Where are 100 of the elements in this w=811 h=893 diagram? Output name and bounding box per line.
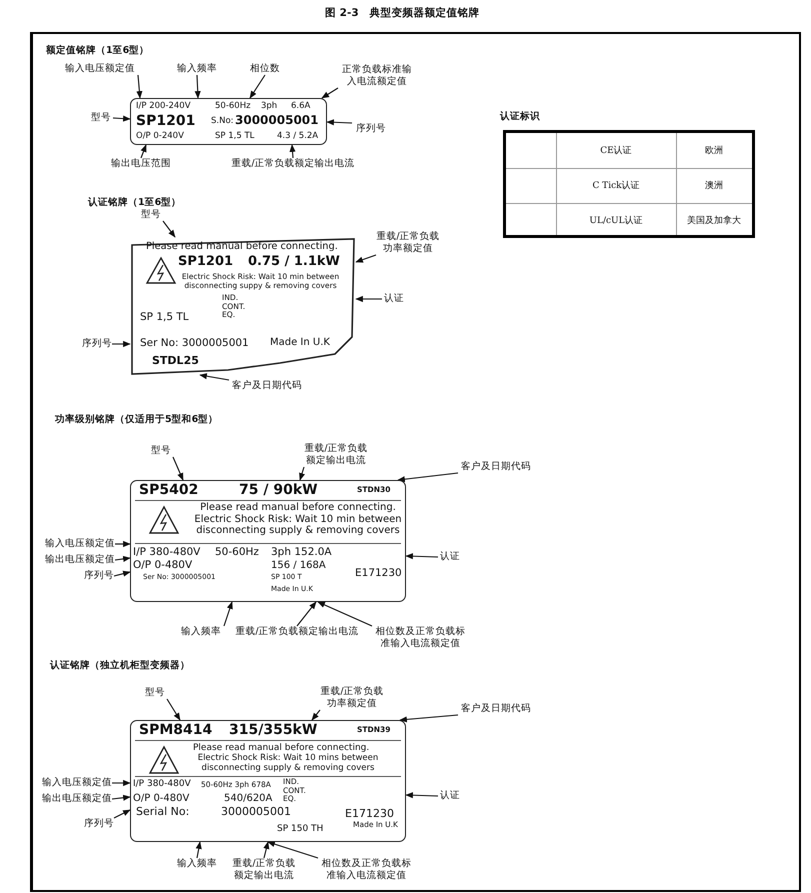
plate-text: 0.75 / 1.1kW xyxy=(248,255,340,270)
plate-text: 75 / 90kW xyxy=(239,482,318,498)
figure-title: 图 2-3 典型变频器额定值铭牌 xyxy=(325,6,480,20)
plate-text: Ser No: 3000005001 xyxy=(140,337,249,350)
arrow xyxy=(115,540,131,548)
arrow xyxy=(166,698,180,721)
table-cell-text: 澳洲 xyxy=(704,180,724,192)
arrow xyxy=(355,254,376,263)
plate-text: Please read manual before connecting. Electric Shock Risk: Wait 10 min between disconnecting supply & removing covers xyxy=(193,502,403,536)
plate-text: Made In U.K xyxy=(270,337,330,348)
callout-label: 输入频率 xyxy=(178,626,224,638)
arrow xyxy=(321,88,338,98)
arrow xyxy=(299,466,305,481)
plate-text: 3000005001 xyxy=(221,806,291,819)
callout-label: 重载/正常负载额定输出电流 xyxy=(232,626,362,638)
plate-text: E171230 xyxy=(345,808,394,821)
arrow xyxy=(112,780,131,786)
callout-label: 认证 xyxy=(438,551,462,563)
arrow xyxy=(114,556,131,562)
arrow xyxy=(199,373,230,381)
plate-text: S.No: xyxy=(211,117,234,127)
section-heading: 认证铭牌（独立机柜型变频器） xyxy=(50,659,190,672)
callout-label: 重载/正常负载功率额定值 xyxy=(320,686,384,710)
callout-label: 认证 xyxy=(438,790,462,802)
callout-label: 输出电压范围 xyxy=(108,158,174,170)
plate-text: I/P 380-480V xyxy=(133,779,191,790)
nameplate xyxy=(130,98,327,145)
callout-label: 型号 xyxy=(89,112,113,124)
table-cell-text: UL/cUL认证 xyxy=(588,214,644,227)
arrow xyxy=(172,456,184,481)
callout-label: 重载/正常负载额定输出电流 xyxy=(228,158,358,170)
arrow xyxy=(136,74,142,99)
callout-label: 型号 xyxy=(143,687,167,699)
callout-label: 输入电压额定值 xyxy=(45,538,115,550)
callout-label: 客户及日期代码 xyxy=(458,703,534,715)
plate-text: Serial No: xyxy=(136,806,190,819)
callout-label: 序列号 xyxy=(84,818,114,830)
arrow xyxy=(355,296,382,302)
arrow xyxy=(250,74,266,99)
callout-label: 输入频率 xyxy=(174,63,220,75)
arrow xyxy=(296,601,316,626)
section-heading: 功率级别铭牌（仅适用于5型和6型） xyxy=(55,413,218,426)
callout-label: 相位数及正常负载标准输入电流额定值 xyxy=(318,858,415,882)
plate-text: 3ph xyxy=(261,102,278,112)
plate-text: I/P 380-480V xyxy=(133,546,200,558)
callout-label: 相位数及正常负载标准输入电流额定值 xyxy=(372,626,469,650)
plate-text: 3000005001 xyxy=(235,114,318,128)
arrow xyxy=(162,220,176,238)
callout-label: 客户及日期代码 xyxy=(229,380,305,392)
arrow xyxy=(399,714,458,722)
plate-text: Electric Shock Risk: Wait 10 mins between disconnecting supply & removing covers xyxy=(196,754,380,774)
callout-label: 认证 xyxy=(382,293,406,305)
plate-text: O/P 0-480V xyxy=(133,793,190,804)
arrow xyxy=(112,340,131,348)
arrow xyxy=(112,794,131,801)
plate-text: SP 1,5 TL xyxy=(140,311,189,324)
arrow xyxy=(267,841,318,859)
callout-label: 型号 xyxy=(149,445,173,457)
section-heading: 额定值铭牌（1至6型） xyxy=(46,44,150,57)
callout-label: 序列号 xyxy=(84,570,114,582)
callout-label: 相位数 xyxy=(246,63,284,75)
nameplate xyxy=(130,237,356,375)
arrow xyxy=(194,74,201,99)
arrow xyxy=(405,792,438,798)
arrow xyxy=(263,841,270,858)
nameplate xyxy=(130,720,406,842)
arrow xyxy=(114,570,131,577)
table-cell-text: 美国及加拿大 xyxy=(686,214,742,227)
arrow xyxy=(196,841,202,858)
table-cell-text: CE认证 xyxy=(599,144,633,157)
plate-text: SP1201 xyxy=(136,113,196,130)
plate-text: SP 1,5 TL xyxy=(215,132,254,142)
callout-label: 序列号 xyxy=(352,123,390,135)
arrow xyxy=(112,116,131,122)
plate-text: O/P 0-480V xyxy=(133,559,192,572)
plate-text: 315/355kW xyxy=(229,722,318,738)
plate-text: 50-60Hz xyxy=(215,546,259,558)
callout-label: 序列号 xyxy=(82,338,112,350)
plate-text: I/P 200-240V xyxy=(136,102,191,112)
callout-label: 输入电压额定值 xyxy=(62,63,138,75)
arrow xyxy=(326,119,352,126)
arrow xyxy=(312,710,320,721)
callout-label: 输出电压额定值 xyxy=(45,554,115,566)
plate-text: STDL25 xyxy=(152,355,199,368)
callout-label: 型号 xyxy=(139,209,163,221)
callout-label: 重载/正常负载功率额定值 xyxy=(376,231,440,255)
callout-label: 重载/正常负载额定输出电流 xyxy=(232,858,296,882)
plate-text: 156 / 168A xyxy=(271,560,326,572)
plate-text: SP5402 xyxy=(139,482,198,498)
callout-label: 客户及日期代码 xyxy=(458,461,534,473)
plate-text: E171230 xyxy=(355,567,402,580)
plate-text: SP 150 TH xyxy=(277,824,324,834)
callout-label: 正常负载标准输入电流额定值 xyxy=(338,64,416,88)
plate-text: 6.6A xyxy=(291,102,310,112)
plate-text: 4.3 / 5.2A xyxy=(277,132,318,142)
plate-text: 3ph 152.0A xyxy=(271,546,332,558)
section-heading: 认证铭牌（1至6型） xyxy=(88,196,182,209)
plate-text: 50-60Hz xyxy=(215,102,251,112)
plate-text: O/P 0-240V xyxy=(136,132,184,142)
arrow xyxy=(114,810,131,818)
